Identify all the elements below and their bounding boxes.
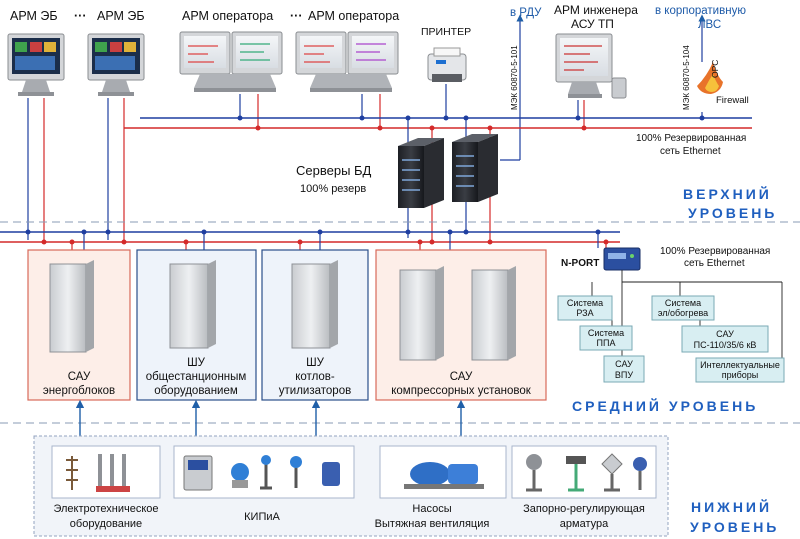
field-pumps (379, 445, 507, 499)
label-sau-eb-2: энергоблоков (43, 385, 115, 397)
label-vpu-1: САУ (615, 359, 633, 369)
workstation-operator-1 (179, 31, 283, 92)
label-shu-kot-2: котлов- (295, 371, 335, 383)
subsystem-vpu: САУ ВПУ (603, 355, 645, 383)
label-vpu-2: ВПУ (615, 370, 633, 380)
label-pumps-2: Вытяжная вентиляция (375, 518, 490, 530)
label-ellipsis-2: ··· (290, 9, 303, 23)
label-db-reserve: 100% резерв (300, 183, 366, 195)
field-kipia (173, 445, 355, 499)
label-to-corp-2: ЛВС (698, 19, 721, 31)
label-eth-top-1: 100% Резервированная (636, 133, 746, 144)
workstation-arm-eb-2 (87, 33, 145, 96)
label-to-rdu: в РДУ (510, 7, 542, 19)
subsystem-rza: Система РЗА (557, 295, 613, 321)
panel-sau-compressors: САУ компрессорных установок (375, 249, 547, 401)
subsystem-ppa: Система ППА (579, 325, 633, 351)
printer-icon (427, 47, 467, 82)
label-shu-gen-1: ШУ (187, 357, 206, 369)
nport-device (603, 247, 641, 271)
label-valves-1: Запорно-регулирующая (523, 503, 645, 515)
workstation-operator-2 (295, 31, 399, 92)
label-elec-2: оборудование (70, 518, 142, 530)
label-smart-2: приборы (722, 370, 759, 380)
field-valves (511, 445, 657, 499)
label-rza-1: Система (567, 298, 603, 308)
workstation-engineer (555, 33, 627, 99)
label-sau-comp-1: САУ (450, 371, 473, 383)
label-shu-gen-2: общестанционным (146, 371, 247, 383)
label-eth-mid-2: сеть Ethernet (684, 258, 745, 269)
label-eth-mid-1: 100% Резервированная (660, 246, 770, 257)
field-electrical (51, 445, 161, 499)
db-server-2 (452, 118, 498, 244)
label-iec-104: МЭК 60870-5-104 (682, 45, 691, 110)
label-arm-operator-1: АРМ оператора (182, 9, 273, 23)
panel-shu-general: ШУ общестанционным оборудованием (136, 249, 257, 401)
label-ps-1: САУ (716, 329, 734, 339)
label-ppa-1: Система (588, 328, 624, 338)
panel-sau-energoblocks: САУ энергоблоков (27, 249, 131, 401)
label-kipia: КИПиА (244, 511, 280, 523)
label-arm-operator-2: АРМ оператора (308, 9, 399, 23)
db-server-1 (398, 118, 444, 244)
panel-shu-boilers: ШУ котлов- утилизаторов (261, 249, 369, 401)
label-sau-comp-2: компрессорных установок (391, 385, 531, 397)
upper-bus-nodes (237, 115, 705, 131)
label-ellipsis-1: ··· (74, 9, 87, 23)
middle-drops (71, 232, 607, 250)
label-heat-2: эл/обогрева (658, 308, 708, 318)
label-to-corp-1: в корпоративную (655, 5, 746, 17)
level-middle: СРЕДНИЙ УРОВЕНЬ (572, 397, 758, 414)
label-ps-2: ПС-110/35/6 кВ (694, 340, 757, 350)
firewall-icon (697, 62, 723, 94)
label-ppa-2: ППА (597, 338, 616, 348)
label-opc: OPC (710, 60, 720, 78)
label-printer: ПРИНТЕР (421, 26, 471, 38)
label-nport: N-PORT (561, 258, 599, 269)
label-shu-kot-1: ШУ (306, 357, 325, 369)
label-smart-1: Интеллектуальные (700, 360, 780, 370)
label-heat-1: Система (665, 298, 701, 308)
label-pumps-1: Насосы (412, 503, 451, 515)
label-firewall: Firewall (716, 95, 749, 106)
label-arm-engineer-2: АСУ ТП (571, 17, 614, 31)
label-arm-eb-2: АРМ ЭБ (97, 9, 145, 23)
label-db-servers: Серверы БД (296, 163, 372, 178)
label-rza-2: РЗА (576, 308, 593, 318)
level-bottom-1: НИЖНИЙ (691, 498, 772, 515)
workstation-arm-eb-1 (7, 33, 65, 96)
field-arrows (75, 399, 466, 445)
label-valves-2: арматура (560, 518, 609, 530)
label-shu-kot-3: утилизаторов (279, 385, 351, 397)
subsystem-heating: Система эл/обогрева (651, 295, 715, 321)
label-shu-gen-3: оборудованием (154, 385, 238, 397)
level-bottom-2: УРОВЕНЬ (690, 519, 779, 535)
label-arm-eb-1: АРМ ЭБ (10, 9, 58, 23)
top-drops (27, 14, 706, 240)
level-top-1: ВЕРХНИЙ (683, 185, 772, 202)
subsystem-smart-devices: Интеллектуальные приборы (695, 357, 785, 383)
label-arm-engineer-1: АРМ инженера (554, 3, 638, 17)
label-eth-top-2: сеть Ethernet (660, 146, 721, 157)
label-elec-1: Электротехническое (53, 503, 158, 515)
level-top-2: УРОВЕНЬ (688, 205, 777, 221)
label-iec-101: МЭК 60870-5-101 (510, 45, 519, 110)
subsystem-ps: САУ ПС-110/35/6 кВ (681, 325, 769, 353)
label-sau-eb-1: САУ (68, 371, 91, 383)
